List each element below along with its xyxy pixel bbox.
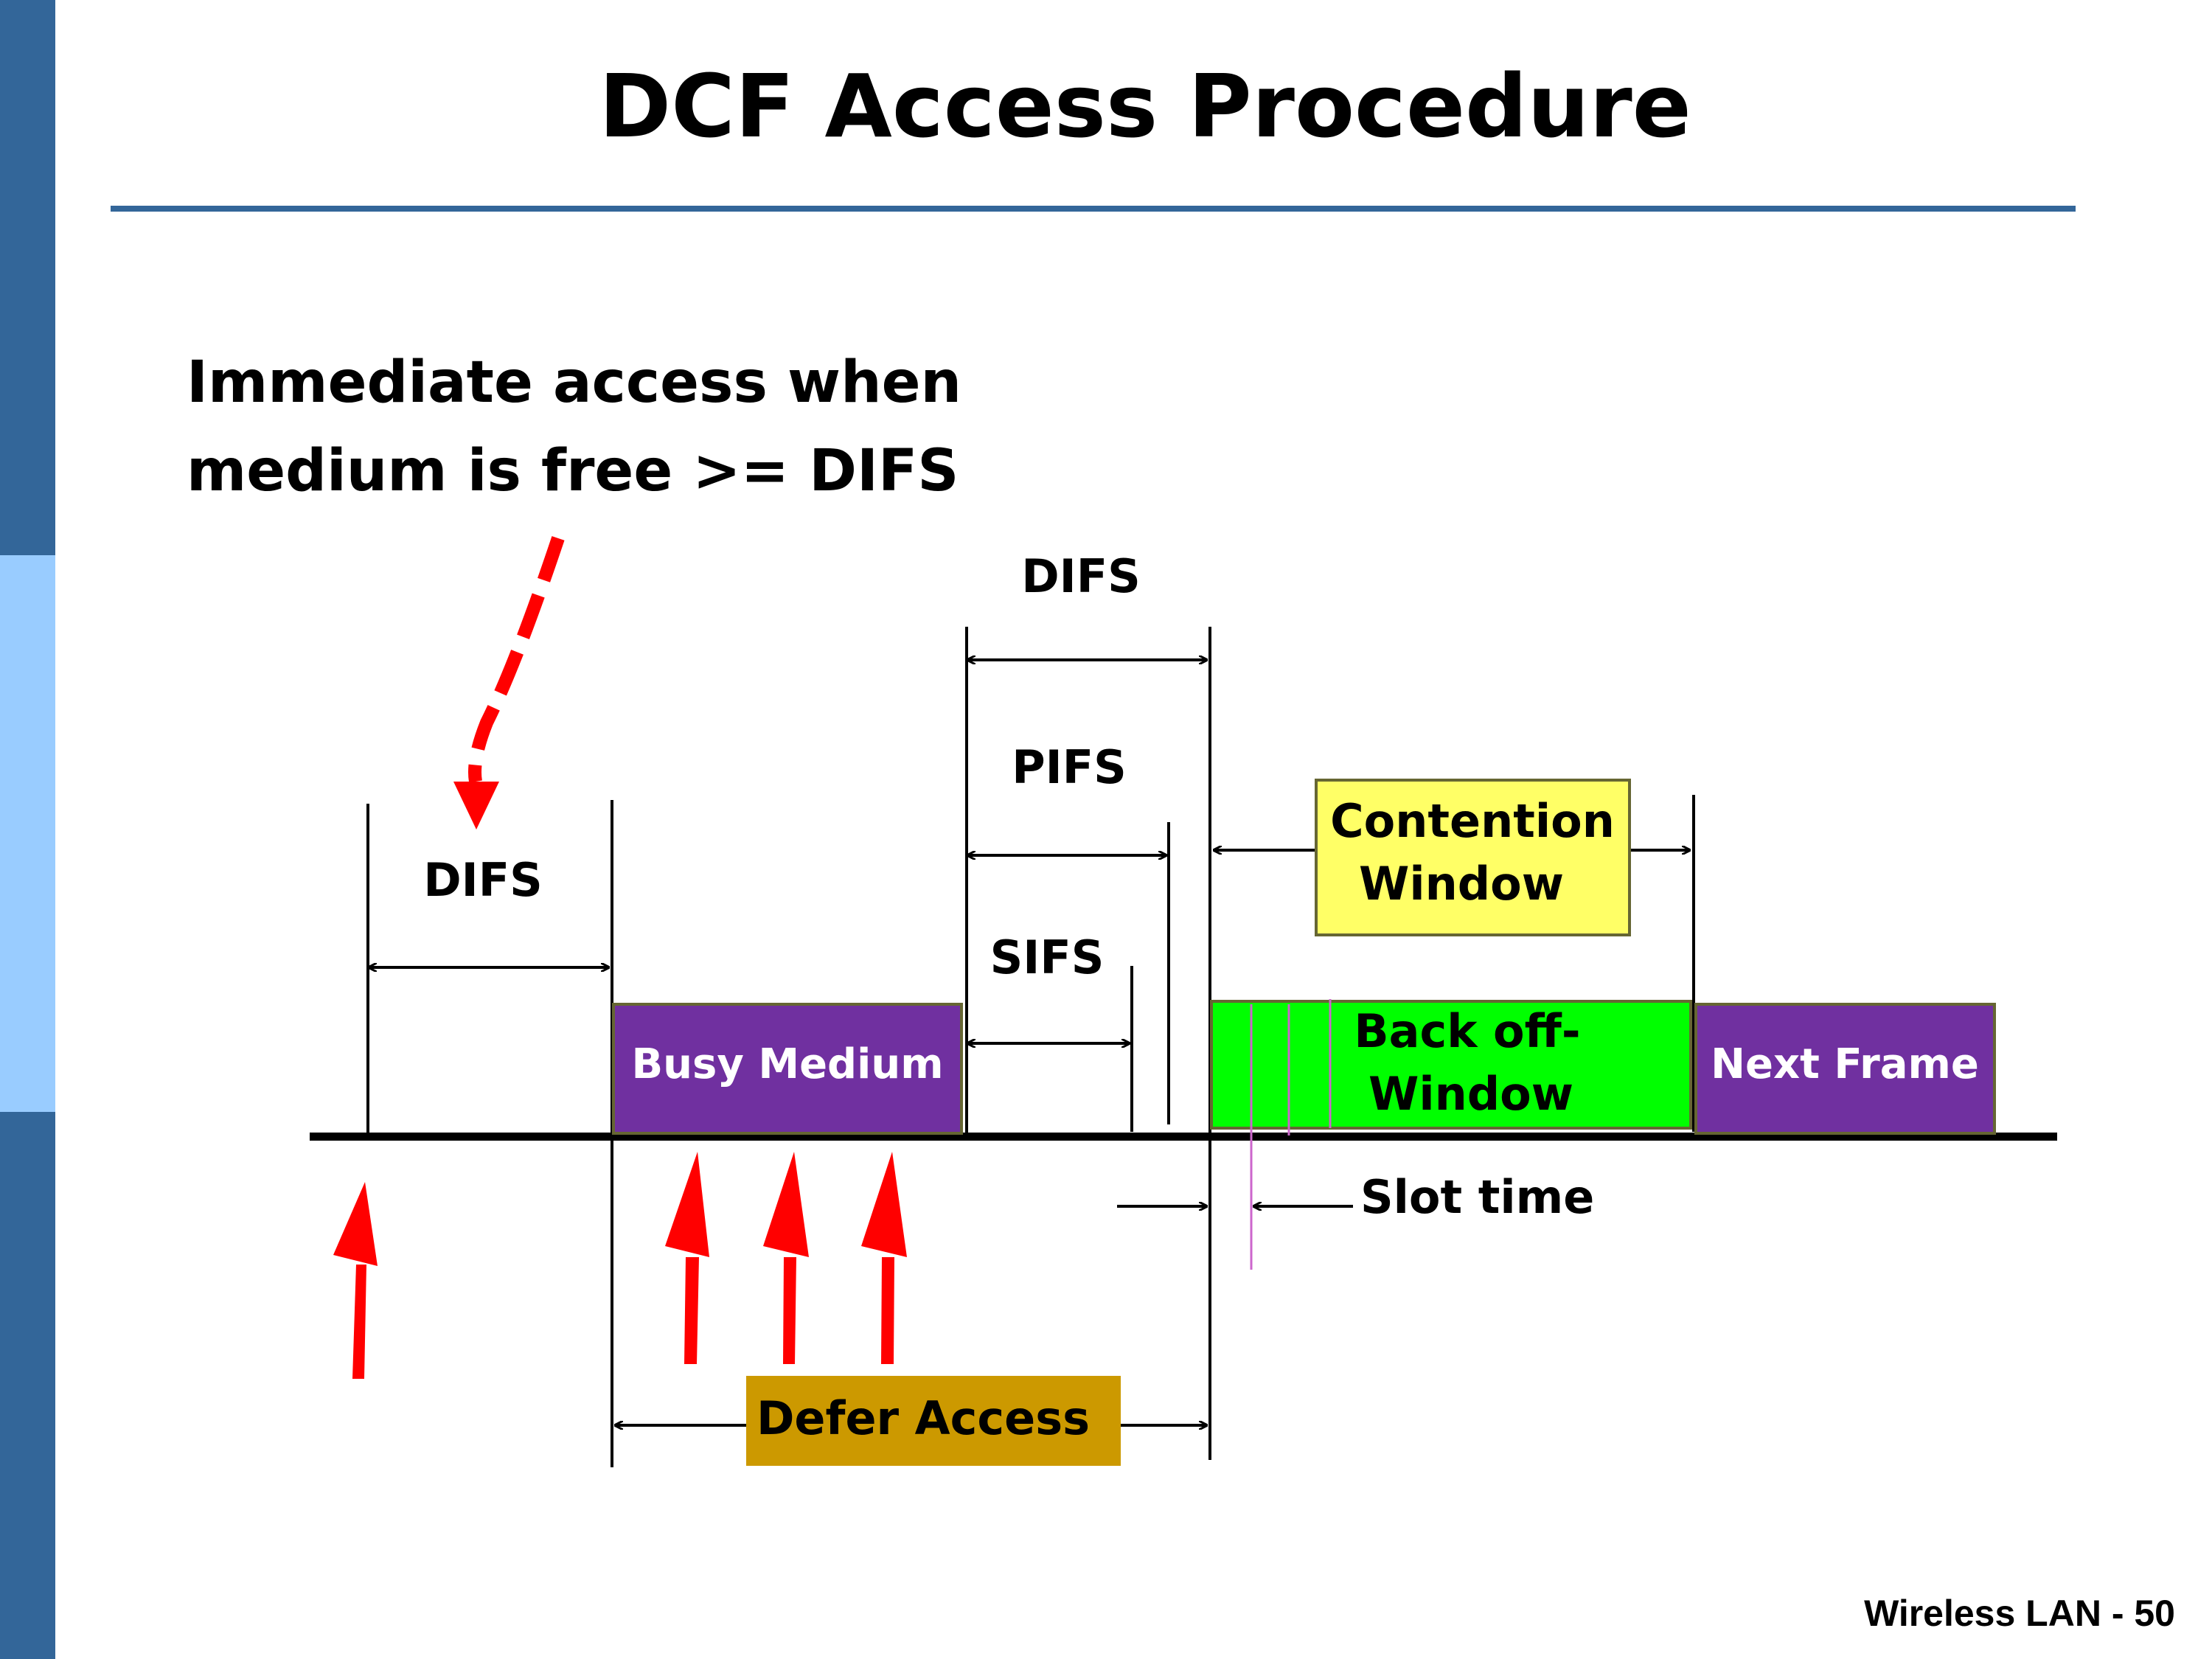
red-arrow-up-icon bbox=[333, 1182, 378, 1266]
backoff-label-line2: Window bbox=[1368, 1067, 1573, 1121]
red-arrow-shaft bbox=[352, 1265, 366, 1379]
sidebar-bottom bbox=[0, 1112, 55, 1659]
annotation-line1: Immediate access when bbox=[187, 349, 961, 416]
red-arrows bbox=[333, 1152, 907, 1379]
sidebar-middle bbox=[0, 555, 55, 1112]
sidebar-top bbox=[0, 0, 55, 555]
sifs-label: SIFS bbox=[990, 931, 1105, 984]
red-arrow-up-icon bbox=[763, 1152, 809, 1257]
dashed-curved-arrow bbox=[468, 536, 565, 783]
backoff-label-line1: Back off- bbox=[1354, 1004, 1580, 1058]
backoff-window-box: Back off- Window bbox=[1210, 999, 1692, 1135]
pifs-label: PIFS bbox=[1012, 740, 1127, 794]
busy-medium-label: Busy Medium bbox=[631, 1040, 943, 1088]
contention-label-line1: Contention bbox=[1330, 794, 1615, 848]
slot-time-label: Slot time bbox=[1360, 1170, 1594, 1224]
next-frame-box: Next Frame bbox=[1694, 1003, 1996, 1135]
slide-footer: Wireless LAN - 50 bbox=[1864, 1593, 2175, 1634]
contention-window-box: Contention Window bbox=[1315, 779, 1631, 936]
red-arrow-up-icon bbox=[861, 1152, 907, 1257]
difs-left-label: DIFS bbox=[423, 853, 543, 907]
timeline-axis bbox=[310, 1133, 2057, 1141]
red-arrow-shaft bbox=[881, 1257, 894, 1364]
busy-medium-box: Busy Medium bbox=[612, 1003, 963, 1135]
annotation-line2: medium is free >= DIFS bbox=[187, 438, 959, 504]
red-arrow-shaft bbox=[684, 1257, 699, 1364]
title-rule bbox=[111, 206, 2076, 212]
red-arrow-shaft bbox=[783, 1257, 796, 1364]
defer-access-box: Defer Access bbox=[746, 1376, 1121, 1466]
difs-top-label: DIFS bbox=[1021, 549, 1141, 603]
dashed-arrow-head-icon bbox=[453, 782, 499, 830]
page-title: DCF Access Procedure bbox=[599, 55, 1691, 157]
next-frame-label: Next Frame bbox=[1711, 1040, 1979, 1088]
contention-label-line2: Window bbox=[1359, 857, 1564, 911]
defer-access-label: Defer Access bbox=[757, 1391, 1090, 1445]
red-arrow-up-icon bbox=[665, 1152, 709, 1257]
